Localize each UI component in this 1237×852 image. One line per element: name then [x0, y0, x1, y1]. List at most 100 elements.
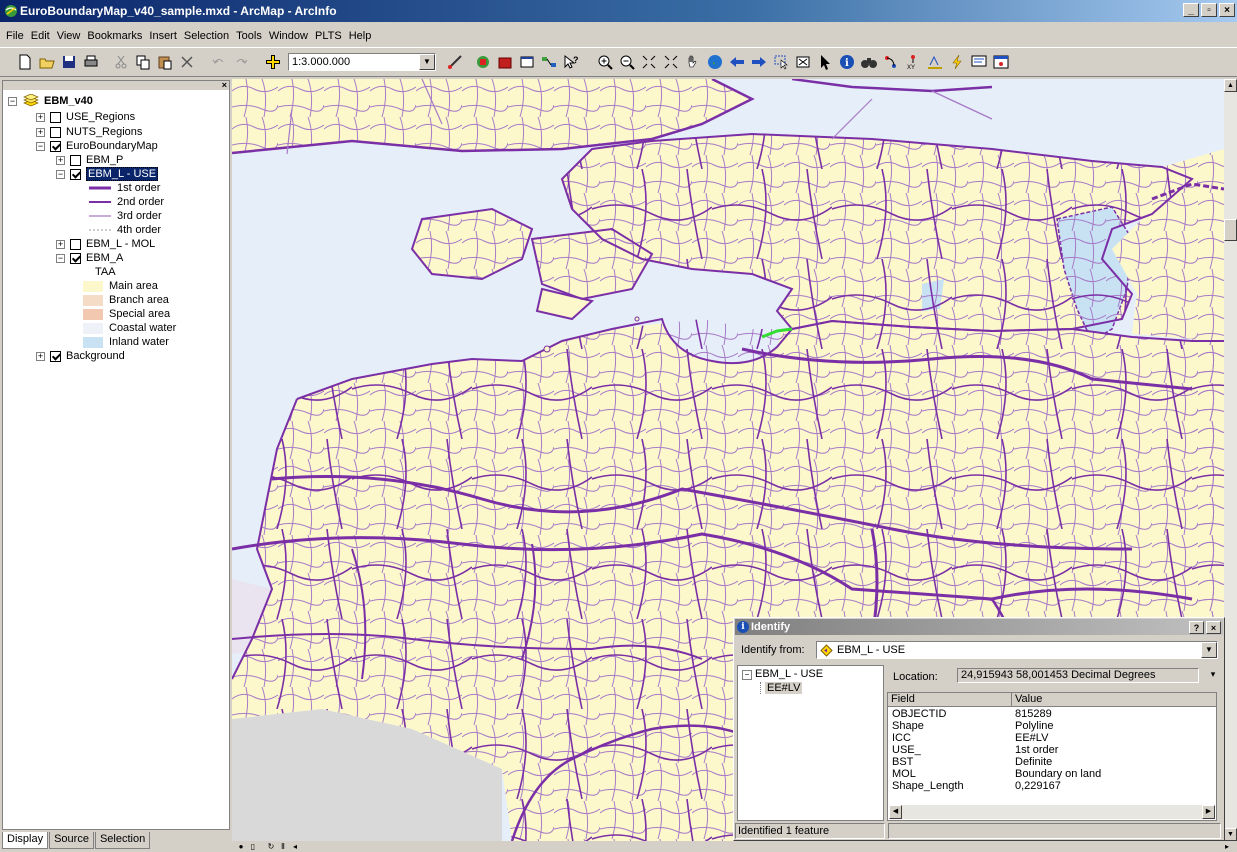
toolbox-icon[interactable] [496, 53, 514, 71]
toc-layer-ebm-l-use[interactable]: −EBM_L - USE [56, 167, 159, 181]
close-button[interactable]: × [1206, 621, 1221, 634]
close-icon[interactable]: × [221, 80, 227, 90]
refresh-icon[interactable]: ↻ [267, 842, 275, 851]
chevron-down-icon[interactable]: ▼ [1201, 642, 1217, 658]
layer-visibility-checkbox[interactable] [50, 350, 61, 362]
measure-icon[interactable] [926, 53, 944, 71]
expand-toggle[interactable]: + [56, 154, 65, 165]
layer-visibility-checkbox[interactable] [50, 126, 61, 138]
collapse-toggle[interactable]: − [56, 168, 65, 179]
toc-layer-use-regions[interactable]: +USE_Regions [36, 110, 135, 124]
toc-grip[interactable]: × [3, 81, 229, 90]
back-arrow-icon[interactable] [728, 53, 746, 71]
full-extent-globe-icon[interactable] [706, 53, 724, 71]
map-canvas[interactable] [232, 79, 1224, 841]
layer-visibility-checkbox[interactable] [70, 168, 81, 180]
menu-bookmarks[interactable]: Bookmarks [87, 30, 143, 42]
table-row[interactable]: USE_1st order [892, 744, 1059, 756]
collapse-toggle[interactable]: − [56, 252, 65, 263]
dataframe-name[interactable]: EBM_v40 [44, 95, 93, 107]
location-units-dropdown[interactable]: ▾ [1210, 669, 1216, 679]
layer-visibility-checkbox[interactable] [50, 140, 61, 152]
forward-arrow-icon[interactable] [750, 53, 768, 71]
layer-visibility-checkbox[interactable] [70, 154, 81, 166]
data-view-icon[interactable]: ● [238, 842, 244, 851]
scroll-right-icon[interactable]: ▶ [1202, 805, 1215, 819]
menu-plts[interactable]: PLTS [314, 30, 342, 42]
pause-drawing-icon[interactable]: Ⅱ [281, 842, 285, 851]
scroll-left-icon[interactable]: ◂ [292, 842, 297, 851]
expand-toggle[interactable]: + [36, 126, 45, 137]
scroll-up-icon[interactable]: ▲ [1224, 79, 1237, 92]
html-popup-icon[interactable] [970, 53, 988, 71]
zoom-out-icon[interactable] [618, 53, 636, 71]
layer-visibility-checkbox[interactable] [70, 252, 81, 264]
menu-window[interactable]: Window [268, 30, 308, 42]
open-folder-icon[interactable] [38, 53, 56, 71]
scroll-right-icon[interactable]: ▸ [1224, 842, 1229, 851]
delete-icon[interactable] [178, 53, 196, 71]
add-data-icon[interactable] [264, 53, 282, 71]
close-button[interactable]: × [1219, 3, 1235, 17]
select-features-icon[interactable] [772, 53, 790, 71]
maximize-button[interactable]: ▫ [1201, 3, 1217, 17]
expand-toggle[interactable]: + [36, 350, 45, 361]
print-icon[interactable] [82, 53, 100, 71]
arctoolbox-icon[interactable] [474, 53, 492, 71]
tree-feature-node[interactable]: EE#LV [760, 682, 803, 694]
menu-selection[interactable]: Selection [183, 30, 230, 42]
collapse-toggle[interactable]: − [36, 140, 45, 151]
menu-help[interactable]: Help [348, 30, 372, 42]
toc-layer-nuts-regions[interactable]: +NUTS_Regions [36, 125, 142, 139]
collapse-toggle[interactable]: − [8, 95, 17, 106]
grid-horizontal-scrollbar[interactable]: ◀ ▶ [889, 805, 1215, 819]
menu-insert[interactable]: Insert [149, 30, 177, 42]
toc-group-euroboundarymap[interactable]: −EuroBoundaryMap [36, 139, 158, 153]
chevron-down-icon[interactable]: ▼ [419, 54, 435, 70]
expand-toggle[interactable]: + [36, 111, 45, 122]
copy-icon[interactable] [134, 53, 152, 71]
identify-title-bar[interactable]: i Identify ? × [735, 619, 1223, 635]
route-icon[interactable] [882, 53, 900, 71]
scroll-left-icon[interactable]: ◀ [889, 805, 902, 819]
toc-layer-ebm-p[interactable]: +EBM_P [56, 153, 123, 167]
toc-layer-background[interactable]: +Background [36, 349, 125, 363]
hyperlink-icon[interactable] [948, 53, 966, 71]
minimize-button[interactable]: _ [1183, 3, 1199, 17]
redo-icon[interactable] [232, 53, 250, 71]
command-line-icon[interactable] [518, 53, 536, 71]
model-builder-icon[interactable] [540, 53, 558, 71]
new-document-icon[interactable] [16, 53, 34, 71]
fixed-zoom-in-icon[interactable] [640, 53, 658, 71]
layer-visibility-checkbox[interactable] [70, 238, 81, 250]
cut-icon[interactable] [112, 53, 130, 71]
help-button[interactable]: ? [1189, 621, 1204, 634]
column-header-value[interactable]: Value [1012, 693, 1216, 707]
scroll-thumb[interactable] [1224, 219, 1237, 241]
undo-icon[interactable] [210, 53, 228, 71]
whats-this-help-icon[interactable]: ? [562, 53, 580, 71]
menu-tools[interactable]: Tools [236, 30, 262, 42]
pan-hand-icon[interactable] [684, 53, 702, 71]
find-binoculars-icon[interactable] [860, 53, 878, 71]
toc-layer-ebm-a[interactable]: −EBM_A [56, 251, 123, 265]
map-vertical-scrollbar[interactable]: ▲ ▼ [1224, 79, 1237, 841]
map-view[interactable] [232, 79, 1224, 841]
map-scale-combobox[interactable]: 1:3.000.000 ▼ [288, 53, 436, 71]
identify-from-dropdown[interactable]: EBM_L - USE ▼ [816, 641, 1218, 659]
layout-view-icon[interactable]: ▯ [250, 842, 256, 851]
editor-toolbar-icon[interactable] [446, 53, 464, 71]
go-to-xy-icon[interactable]: XY [904, 53, 922, 71]
tab-selection[interactable]: Selection [94, 832, 151, 849]
layer-visibility-checkbox[interactable] [50, 111, 61, 123]
column-header-field[interactable]: Field [888, 693, 1012, 707]
tree-layer-node[interactable]: −EBM_L - USE [742, 668, 823, 680]
time-slider-icon[interactable] [992, 53, 1010, 71]
paste-icon[interactable] [156, 53, 174, 71]
